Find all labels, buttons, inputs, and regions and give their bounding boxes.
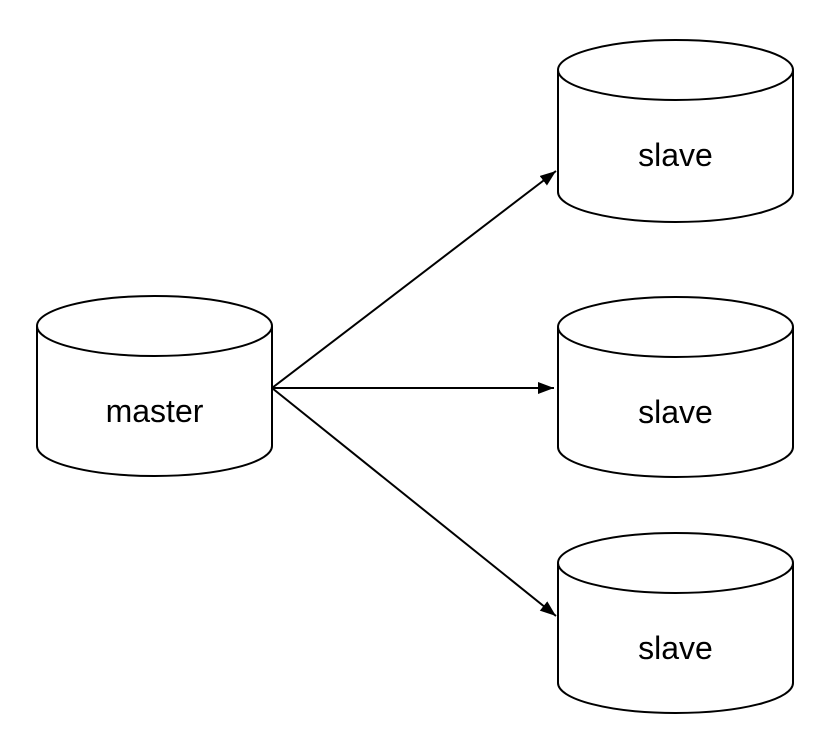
slave-2-node: slave <box>557 296 794 478</box>
slave-2-label: slave <box>638 394 713 430</box>
slave-3-label: slave <box>638 630 713 666</box>
master-cylinder-body <box>36 326 273 477</box>
master-cylinder-top <box>36 295 273 357</box>
slave-3-node: slave <box>557 532 794 714</box>
slave-2-cylinder-body <box>557 327 794 478</box>
slave-1-cylinder-top <box>557 39 794 101</box>
slave-3-cylinder-top <box>557 532 794 594</box>
replication-arrow-slave-3 <box>271 387 557 617</box>
edges-layer <box>271 170 557 617</box>
slave-1-node: slave <box>557 39 794 223</box>
slave-3-cylinder-body <box>557 563 794 714</box>
slave-2-cylinder-top <box>557 296 794 358</box>
master-node: master <box>36 295 273 477</box>
replication-arrow-slave-1 <box>271 170 557 389</box>
slave-1-cylinder-body <box>557 70 794 223</box>
master-label: master <box>106 393 204 429</box>
nodes-layer: master slave slave slave <box>36 39 794 714</box>
slave-1-label: slave <box>638 137 713 173</box>
